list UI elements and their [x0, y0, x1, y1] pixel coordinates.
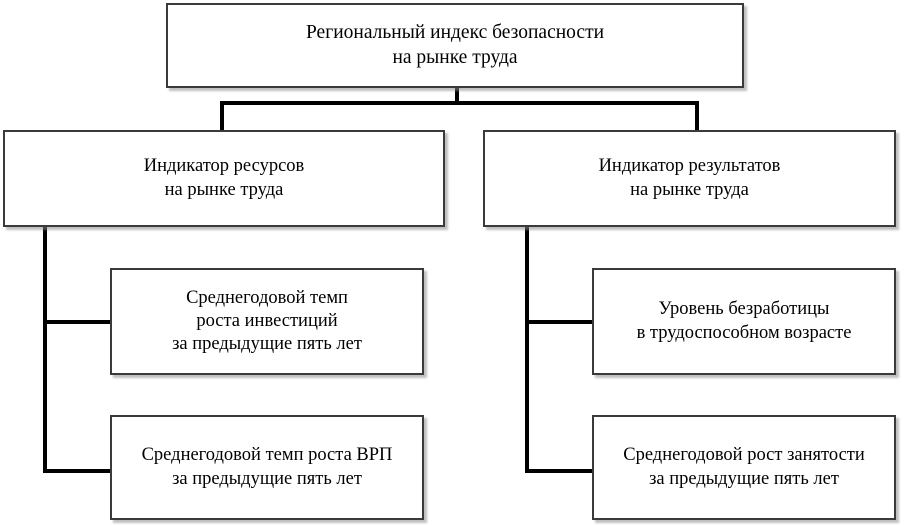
node-investment-growth-rate[interactable]: Среднегодовой темп роста инвестиций за п…	[110, 268, 424, 375]
node-employment-growth[interactable]: Среднегодовой рост занятости за предыдущ…	[592, 415, 896, 520]
node-result-indicator[interactable]: Индикатор результатов на рынке труда	[483, 130, 896, 227]
connector-left-branch-to-child-2	[43, 469, 112, 473]
node-result-indicator-label: Индикатор результатов на рынке труда	[598, 156, 781, 200]
connector-left-branch-to-child-1	[43, 320, 112, 324]
node-grp-growth-rate[interactable]: Среднегодовой темп роста ВРП за предыдущ…	[110, 415, 424, 520]
connector-right-branch-to-child-1	[525, 320, 594, 324]
node-grp-growth-rate-label: Среднегодовой темп роста ВРП за предыдущ…	[141, 445, 393, 489]
connector-root-stem	[455, 86, 459, 104]
connector-right-branch-trunk	[525, 225, 529, 473]
node-regional-index[interactable]: Региональный индекс безопасности на рынк…	[166, 3, 744, 88]
connector-right-branch-to-child-2	[525, 469, 594, 473]
node-resource-indicator-label: Индикатор ресурсов на рынке труда	[143, 156, 305, 200]
node-resource-indicator[interactable]: Индикатор ресурсов на рынке труда	[3, 130, 445, 227]
node-investment-growth-rate-label: Среднегодовой темп роста инвестиций за п…	[172, 287, 362, 355]
connector-left-branch-trunk	[43, 225, 47, 473]
node-regional-index-label: Региональный индекс безопасности на рынк…	[305, 21, 605, 68]
node-employment-growth-label: Среднегодовой рост занятости за предыдущ…	[623, 445, 865, 489]
connector-root-to-left-branch	[220, 101, 224, 132]
connector-root-bus	[220, 101, 699, 105]
node-unemployment-level[interactable]: Уровень безработицы в трудоспособном воз…	[592, 268, 896, 375]
node-unemployment-level-label: Уровень безработицы в трудоспособном воз…	[636, 299, 852, 343]
connector-root-to-right-branch	[695, 101, 699, 132]
